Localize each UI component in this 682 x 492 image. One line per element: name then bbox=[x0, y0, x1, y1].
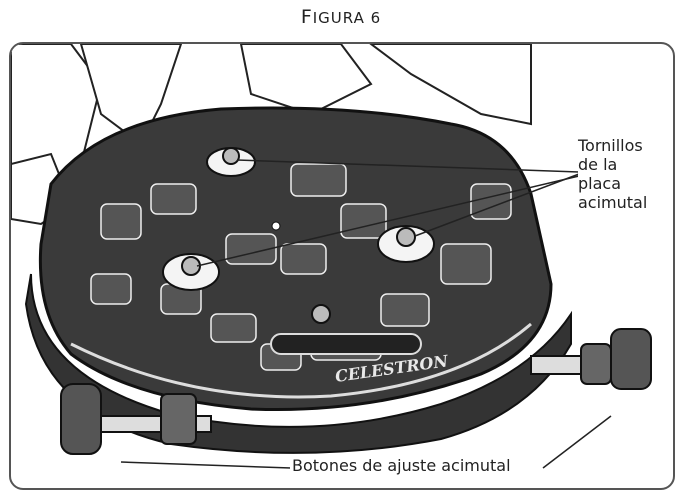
plate-rim bbox=[70, 322, 532, 399]
knob-leader-lines bbox=[120, 415, 612, 469]
screw-leader-lines bbox=[196, 159, 580, 267]
figure-title: FIGURA 6 bbox=[300, 6, 382, 28]
plate-slot bbox=[270, 333, 422, 355]
mount-illustration: CELESTRON bbox=[11, 44, 652, 469]
azimuth-knobs-label: Botones de ajuste acimutal bbox=[290, 456, 513, 475]
tripod-legs bbox=[11, 44, 532, 226]
azimuth-adjustment-knobs bbox=[60, 328, 652, 455]
azimuth-screws-label: Tornillos de la placa acimutal bbox=[578, 136, 670, 212]
figure-frame: CELESTRON bbox=[9, 42, 675, 490]
